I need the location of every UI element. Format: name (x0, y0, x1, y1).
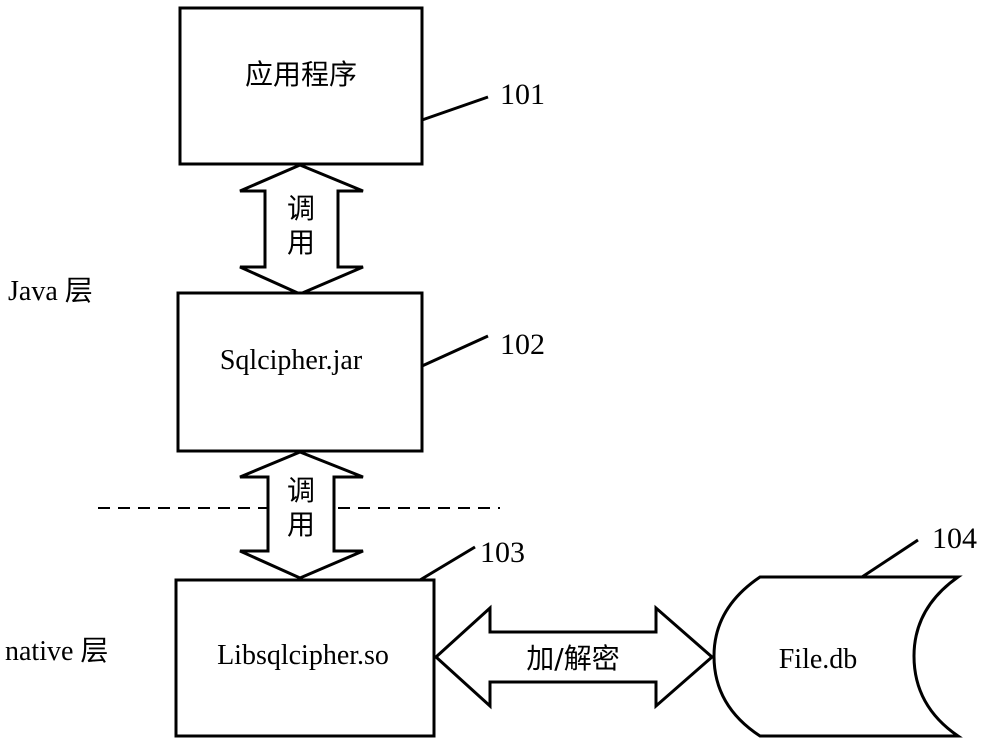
ref-104-leader (861, 538, 919, 579)
libsqlcipher-box (174, 578, 436, 738)
call-arrow-2-char-1: 调 (287, 474, 315, 507)
ref-101: 101 (500, 78, 545, 111)
ref-104: 104 (932, 522, 977, 555)
ref-102-leader (421, 334, 489, 368)
file-db-label: File.db (779, 644, 858, 675)
sqlcipher-jar-label: Sqlcipher.jar (220, 345, 363, 376)
encrypt-decrypt-label: 加/解密 (526, 642, 619, 675)
sqlcipher-jar-box (176, 291, 424, 453)
call-arrow-2 (239, 450, 364, 580)
native-layer-label: native 层 (5, 636, 108, 667)
encrypt-decrypt-arrow (433, 604, 715, 710)
ref-103-leader (419, 545, 476, 582)
libsqlcipher-label: Libsqlcipher.so (217, 640, 389, 671)
call-arrow-1-char-1: 调 (287, 192, 315, 225)
ref-101-leader (421, 95, 489, 122)
application-box (178, 6, 424, 166)
call-arrow-1-char-2: 用 (287, 226, 315, 259)
ref-103: 103 (480, 536, 525, 569)
ref-102: 102 (500, 328, 545, 361)
file-db-cylinder (712, 575, 963, 738)
call-arrow-2-char-2: 用 (287, 508, 315, 541)
java-layer-label: Java 层 (8, 276, 93, 307)
application-label: 应用程序 (245, 58, 357, 91)
